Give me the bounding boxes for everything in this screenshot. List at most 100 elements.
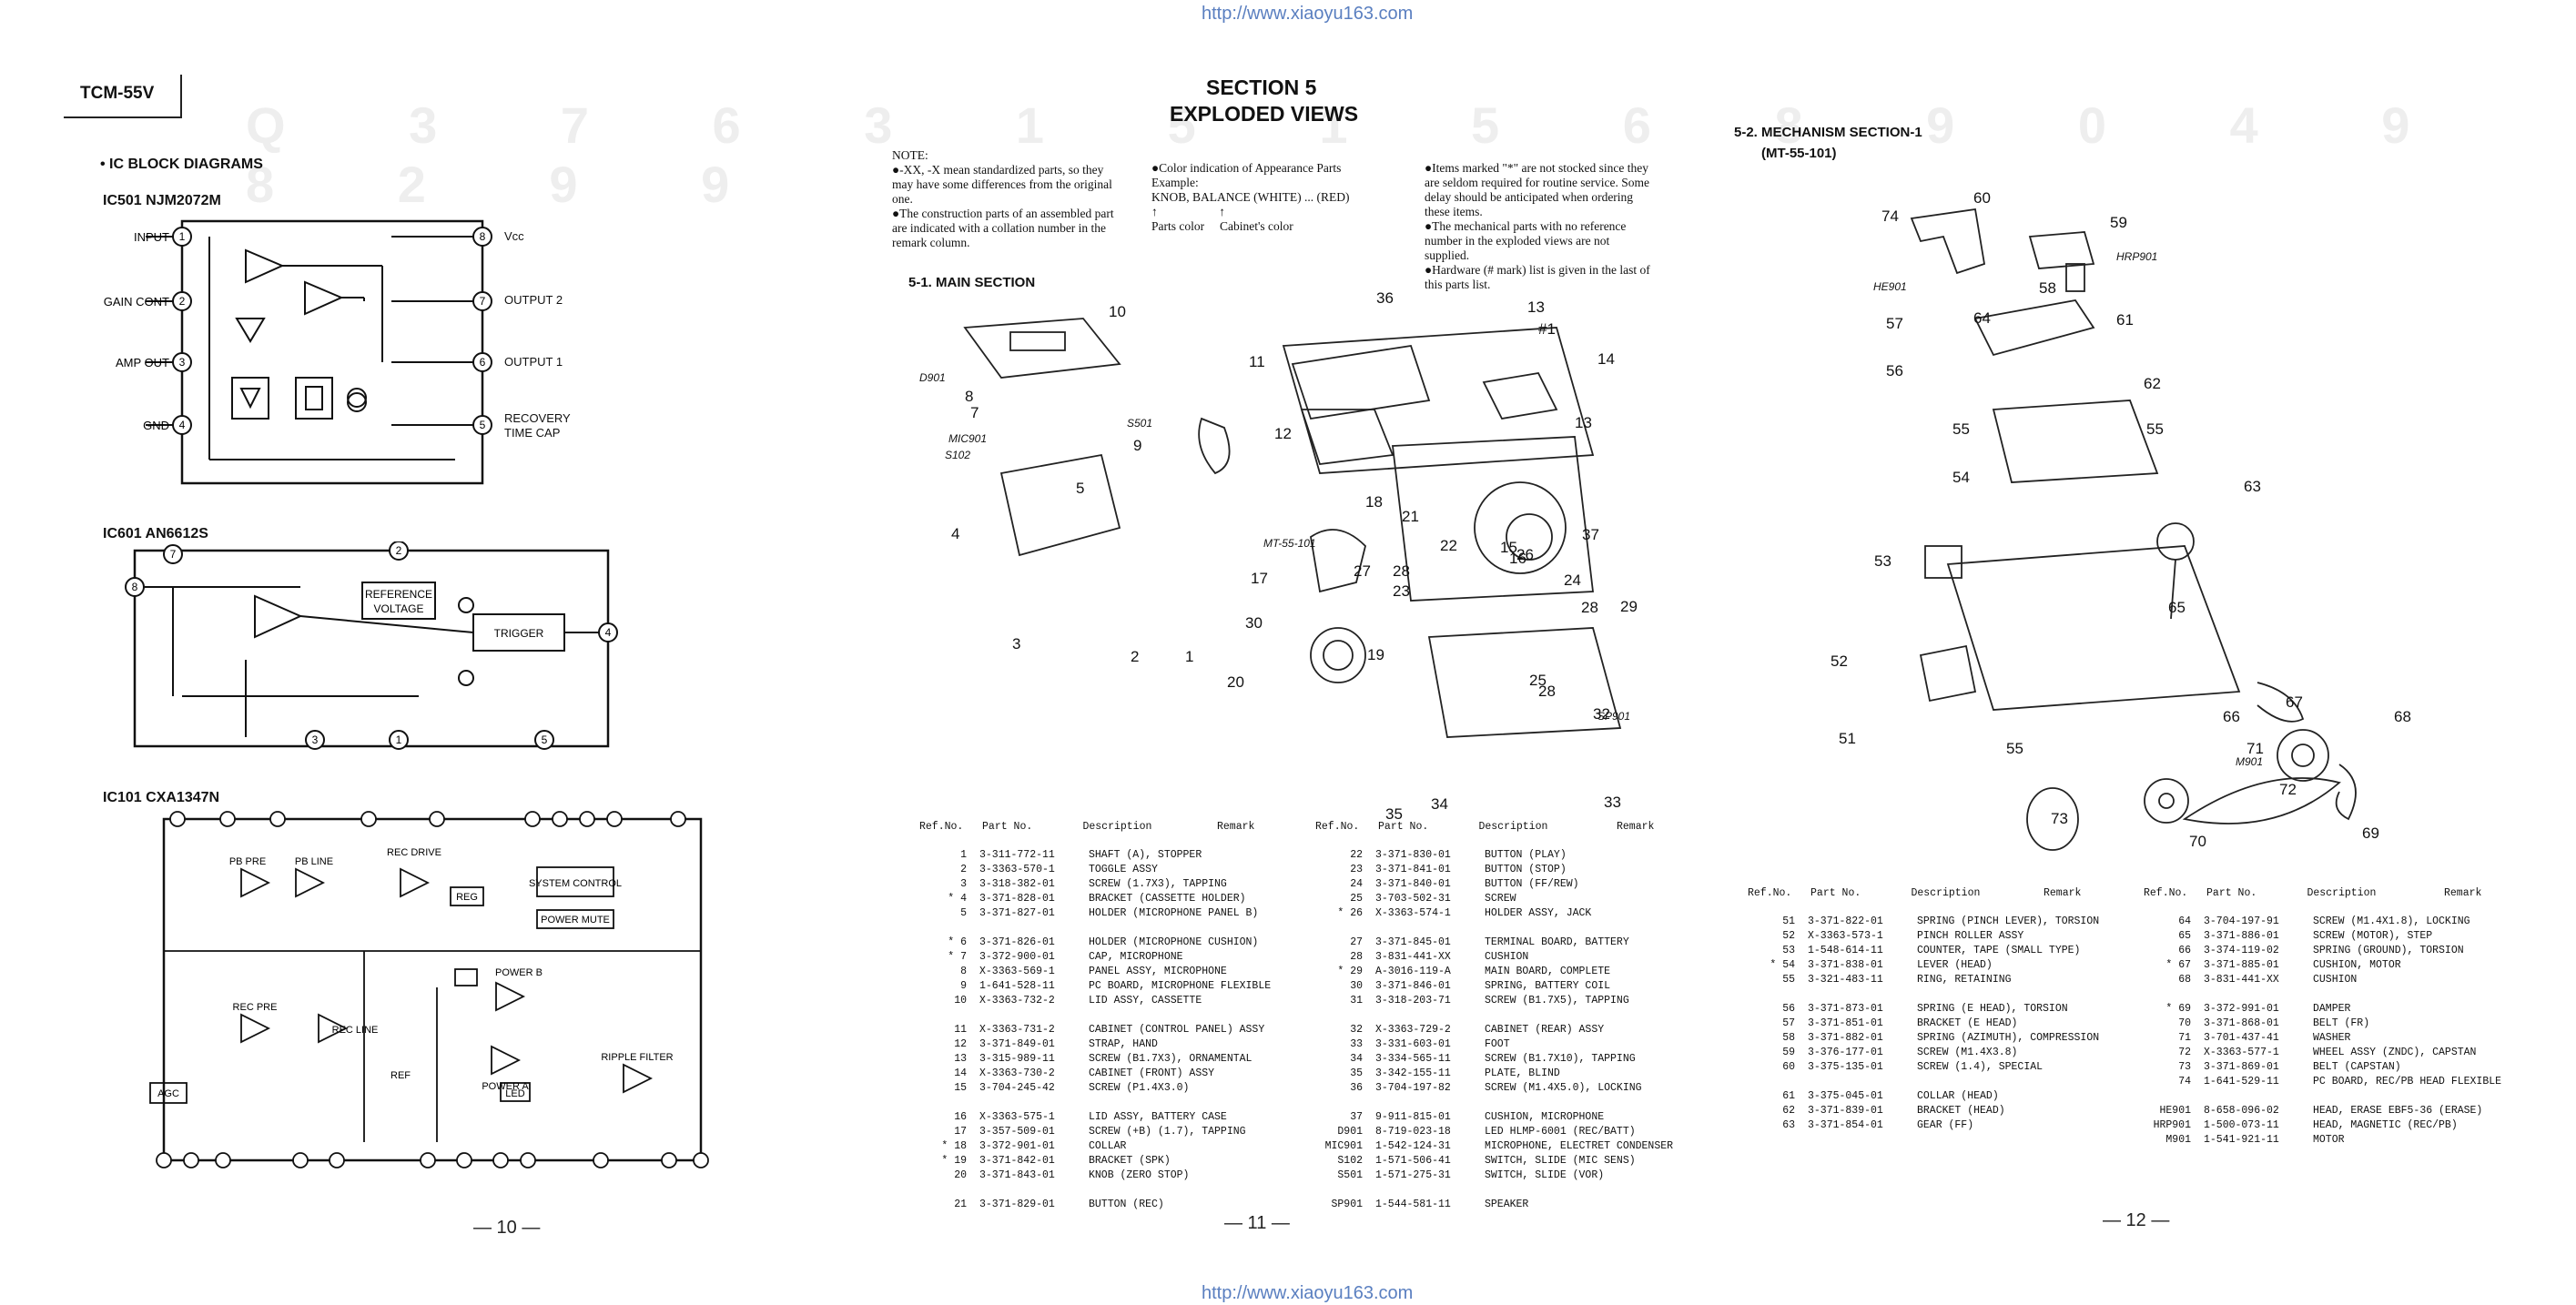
part-description: CUSHION, MOTOR (2313, 959, 2401, 971)
part-description: BRACKET (E HEAD) (1917, 1017, 2018, 1029)
callout-label: 8 (965, 388, 974, 405)
ic601-pin-8: 8 (132, 581, 138, 593)
callout-label: HE901 (1873, 280, 1907, 293)
part-description: GEAR (FF) (1917, 1119, 1974, 1131)
callout-label: 33 (1604, 794, 1621, 811)
part-no: 3-372-991-01 (2204, 1003, 2279, 1015)
part-description: BELT (FR) (2313, 1017, 2370, 1029)
ic601-pin-5: 5 (542, 733, 548, 746)
ic501-label-gnd: GND (143, 419, 169, 432)
callout-label: 13 (1575, 414, 1592, 431)
part-no: 3-371-843-01 (979, 1169, 1055, 1181)
part-description: SCREW (+B) (1.7), TAPPING (1089, 1126, 1246, 1138)
part-description: STRAP, HAND (1089, 1038, 1158, 1050)
part-no: 3-371-826-01 (979, 936, 1055, 948)
col-partno: Part No. (1378, 821, 1429, 833)
main-section-title: 5-1. MAIN SECTION (908, 275, 1036, 290)
part-description: PANEL ASSY, MICROPHONE (1089, 966, 1227, 977)
part-description: MAIN BOARD, COMPLETE (1485, 966, 1611, 977)
part-no: 1-544-581-11 (1375, 1199, 1451, 1210)
callout-label: 67 (2286, 693, 2303, 711)
part-description: HEAD, MAGNETIC (REC/PB) (2313, 1119, 2458, 1131)
part-no: 1-541-921-11 (2204, 1134, 2279, 1146)
ref-no: 66 (2178, 945, 2191, 956)
parts-row: 63 3-371-854-01 GEAR (FF) (1748, 1118, 2154, 1133)
part-no: 3-372-901-01 (979, 1140, 1055, 1152)
part-no: 3-371-854-01 (1808, 1119, 1883, 1131)
part-no: 3-371-885-01 (2204, 959, 2279, 971)
main-section-exploded-view (963, 318, 1622, 738)
note-color-indication: ●Color indication of Appearance Parts (1151, 161, 1342, 175)
part-no: 3-321-483-11 (1808, 974, 1883, 986)
ref-no: 3 (960, 878, 967, 890)
callout-label: 19 (1367, 646, 1384, 663)
ic501-pin-4: 4 (179, 419, 186, 431)
part-no: X-3363-731-2 (979, 1024, 1055, 1036)
header-url: http://www.xiaoyu163.com (1202, 4, 1414, 24)
ic601-ref-label: REFERENCE (365, 588, 432, 601)
callout-label: 51 (1839, 730, 1856, 747)
ref-no: 53 (1782, 945, 1795, 956)
ic101-block-reg: REG (456, 892, 478, 903)
part-description: TOGGLE ASSY (1089, 864, 1158, 875)
col-desc: Description (1911, 887, 1981, 899)
mid-table-right-head: Ref.No. Part No. Description (1315, 821, 1547, 833)
part-no: 3-371-842-01 (979, 1155, 1055, 1167)
ref-no: 20 (954, 1169, 967, 1181)
mechanism-title: 5-2. MECHANISM SECTION-1 (1734, 125, 1922, 140)
ic101-block-led: LED (505, 1088, 524, 1099)
page-number-10: — 10 — (473, 1218, 541, 1238)
part-no: 1-548-614-11 (1808, 945, 1883, 956)
ic601-pin-7: 7 (170, 548, 177, 561)
col-desc: Description (1478, 821, 1548, 833)
callout-label: 9 (1133, 437, 1142, 454)
ic101-block-recline: REC LINE (332, 1025, 379, 1036)
part-description: CUSHION, MICROPHONE (1485, 1111, 1605, 1123)
callout-label: 74 (1881, 207, 1899, 225)
callout-label: 4 (951, 525, 960, 542)
ic101-diagram: PB PRE PB LINE REC DRIVE REG SYSTEM CONT… (149, 811, 709, 1168)
callout-label: MIC901 (948, 432, 988, 445)
col-remark: Remark (1217, 821, 1255, 833)
ic501-label-timecap: TIME CAP (504, 426, 561, 440)
part-description: BUTTON (FF/REW) (1485, 878, 1579, 890)
col-remark: Remark (2044, 887, 2082, 899)
part-no: 3-371-886-01 (2204, 930, 2279, 942)
ref-no: * 54 (1770, 959, 1795, 971)
col-partno: Part No. (1810, 887, 1861, 899)
ic501-pin-2: 2 (179, 295, 186, 308)
part-description: CUSHION (2313, 974, 2358, 986)
part-description: LID ASSY, CASSETTE (1089, 995, 1202, 1007)
ref-no: 63 (1782, 1119, 1795, 1131)
ref-no: S102 (1337, 1155, 1363, 1167)
callout-label: 16 (1509, 550, 1526, 567)
part-description: SCREW (B1.7X10), TAPPING (1485, 1053, 1636, 1065)
part-no: X-3363-730-2 (979, 1067, 1055, 1079)
part-description: PC BOARD, MICROPHONE FLEXIBLE (1089, 980, 1272, 992)
part-no: 9-911-815-01 (1375, 1111, 1451, 1123)
